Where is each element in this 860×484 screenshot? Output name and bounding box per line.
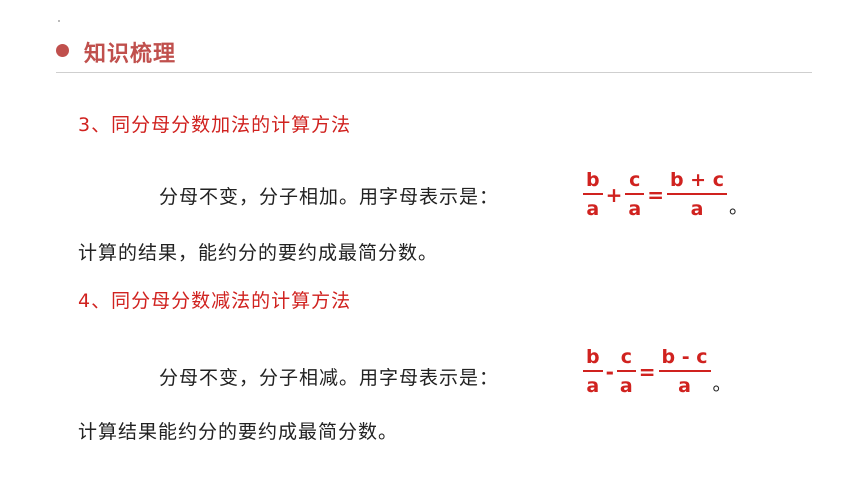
- sentence-end: 。: [728, 196, 748, 218]
- note-text-subtraction: 计算结果能约分的要约成最简分数。: [78, 421, 399, 443]
- denominator: a: [619, 375, 633, 397]
- equals-sign: =: [647, 182, 664, 207]
- fraction-bar: [658, 370, 711, 372]
- fraction-bar: [625, 193, 645, 195]
- denominator: a: [586, 375, 600, 397]
- fraction-c-over-a: c a: [625, 169, 645, 220]
- sentence-end: 。: [712, 373, 732, 395]
- numerator: c: [620, 346, 632, 368]
- fraction-b-over-a: b a: [583, 347, 603, 396]
- formula-addition: b a + c a = b + c a 。: [583, 170, 748, 219]
- page-title: 知识梳理: [84, 42, 177, 67]
- numerator: b: [586, 169, 600, 191]
- fraction-bar: [583, 193, 603, 195]
- corner-mark: [58, 20, 60, 22]
- formula-subtraction: b a - c a = b - c a 。: [583, 347, 732, 396]
- fraction-result: b - c a: [658, 346, 711, 397]
- numerator: b - c: [661, 346, 708, 368]
- note-text-addition: 计算的结果，能约分的要约成最简分数。: [78, 242, 439, 264]
- numerator: b: [586, 346, 600, 368]
- numerator: c: [629, 169, 641, 191]
- denominator: a: [690, 198, 704, 220]
- denominator: a: [678, 375, 691, 397]
- fraction-bar: [666, 193, 727, 195]
- minus-sign: -: [605, 359, 614, 384]
- rule-text-subtraction: 分母不变，分子相减。用字母表示是：: [159, 367, 500, 389]
- denominator: a: [628, 198, 642, 220]
- denominator: a: [586, 198, 600, 220]
- fraction-b-over-a: b a: [583, 170, 603, 219]
- fraction-bar: [616, 370, 636, 372]
- section-title-subtraction: 4、同分母分数减法的计算方法: [78, 290, 352, 312]
- fraction-bar: [583, 370, 603, 372]
- equals-sign: =: [638, 359, 656, 384]
- fraction-result: b + c a: [666, 169, 727, 220]
- fraction-c-over-a: c a: [616, 346, 636, 397]
- section-title-addition: 3、同分母分数加法的计算方法: [78, 114, 352, 136]
- bullet-dot-icon: [56, 44, 69, 57]
- header-divider: [56, 72, 812, 73]
- rule-text-addition: 分母不变，分子相加。用字母表示是：: [159, 186, 500, 208]
- numerator: b + c: [669, 169, 724, 191]
- plus-sign: +: [605, 182, 623, 207]
